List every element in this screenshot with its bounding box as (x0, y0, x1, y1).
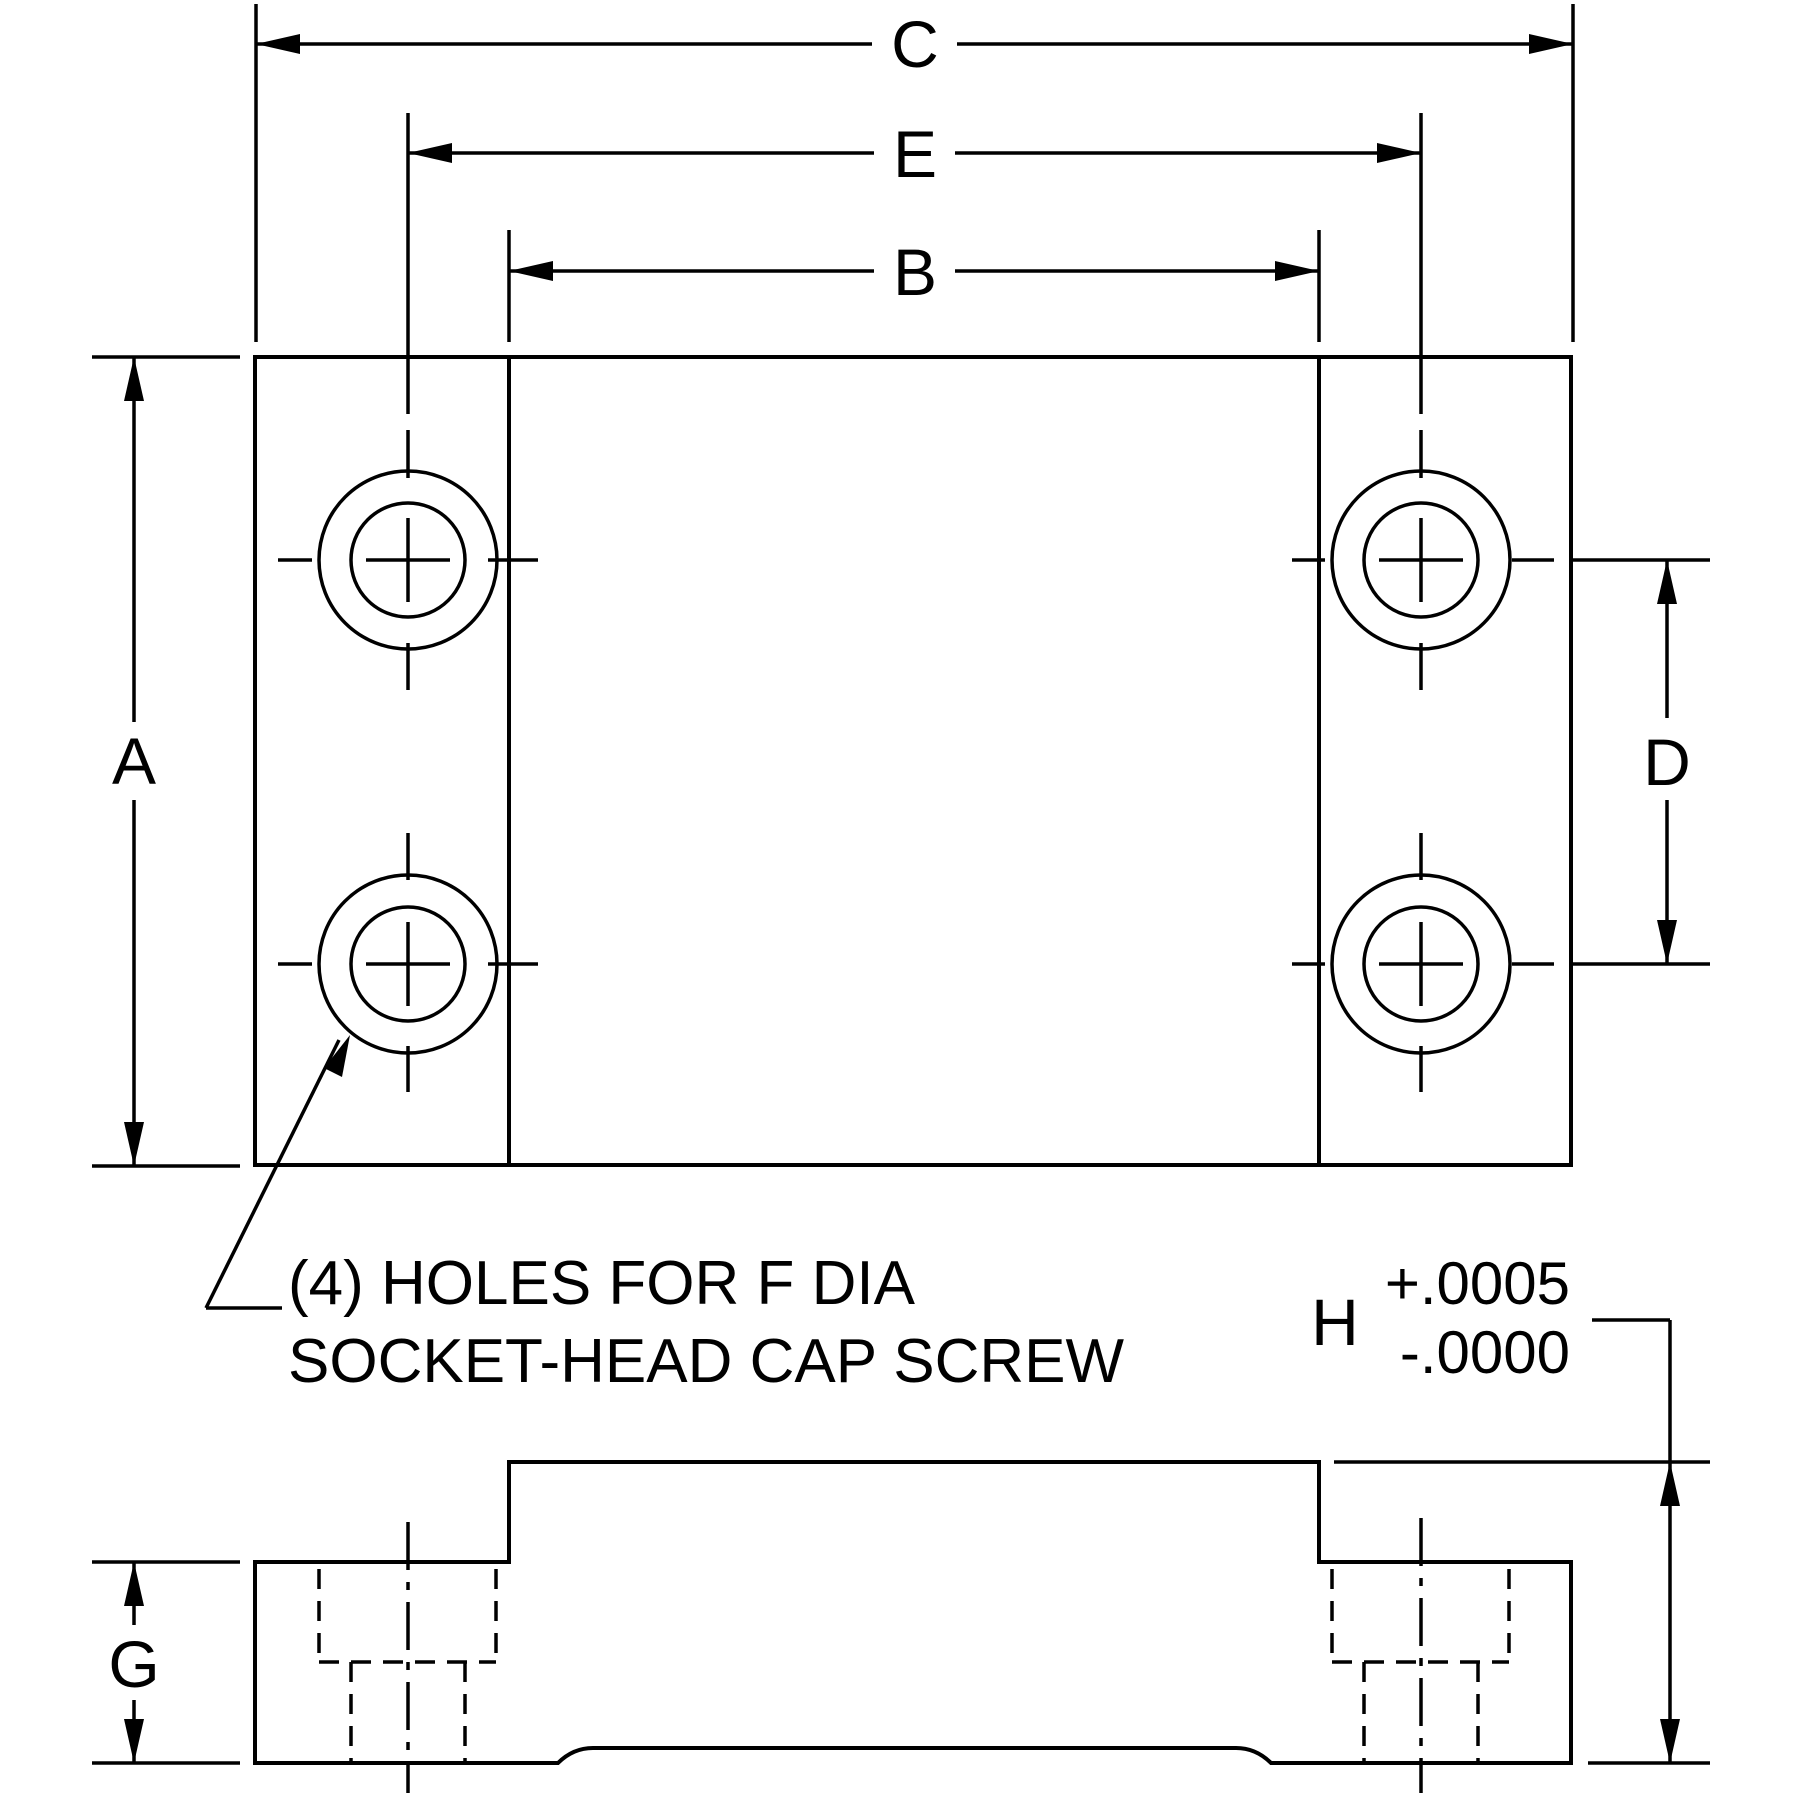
dimension-g: G (92, 1560, 240, 1765)
tolerance-minus: -.0000 (1400, 1319, 1570, 1386)
top-view-outline (253, 355, 1573, 1167)
tolerance-plus: +.0005 (1385, 1250, 1570, 1317)
left-hidden-counterbore (317, 1522, 498, 1793)
hole-center-marks (366, 518, 1463, 1006)
hole-note-line1: (4) HOLES FOR F DIA (288, 1249, 916, 1318)
hole-note: (4) HOLES FOR F DIA SOCKET-HEAD CAP SCRE… (204, 1035, 1124, 1396)
dimension-d: D (1570, 558, 1710, 966)
dimension-label-c: C (891, 7, 939, 81)
dimension-label-d: D (1643, 725, 1691, 799)
dimension-h: H +.0005 -.0000 (1311, 1250, 1710, 1765)
dimension-label-g: G (108, 1627, 159, 1701)
dimension-label-b: B (893, 235, 937, 309)
elevation-view (253, 1460, 1573, 1793)
dimension-e: E (406, 113, 1423, 414)
dimension-label-a: A (112, 724, 156, 798)
dimension-label-e: E (893, 117, 937, 191)
hole-note-line2: SOCKET-HEAD CAP SCREW (288, 1327, 1124, 1396)
hole-center-lines (278, 430, 1554, 1092)
dimension-b: B (507, 230, 1321, 342)
elevation-outline (253, 1460, 1573, 1765)
dimension-a: A (92, 355, 240, 1168)
right-hidden-counterbore (1330, 1518, 1511, 1793)
dimension-c: C (254, 4, 1575, 342)
dimension-label-h: H (1311, 1285, 1359, 1359)
top-view (253, 355, 1573, 1167)
